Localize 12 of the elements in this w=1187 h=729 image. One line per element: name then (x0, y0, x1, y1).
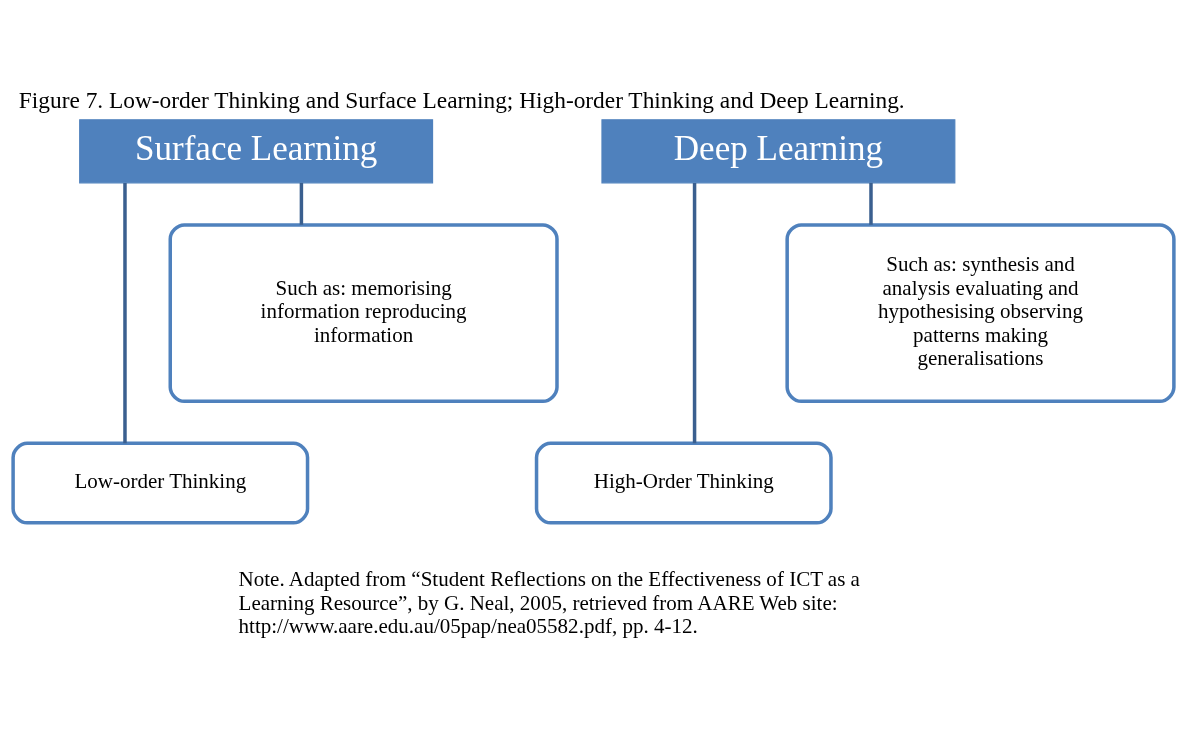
node-box: Surface Learning (79, 119, 434, 184)
caption: Note. Adapted from “Student Reflections on the Effectiveness of ICT as a Learning Resource”, by G. Neal, 2005, retrieved from AARE Web site: http://www.aare.edu.au/05pap/nea05582.pdf, pp. 4-12. (238, 567, 860, 639)
node-box: High-Order Thinking (534, 441, 833, 525)
diagram-title: Figure 7. Low-order Thinking and Surface Learning; High-order Thinking and Deep Learning. (18, 87, 905, 114)
node-box: Deep Learning (601, 119, 956, 184)
node-box: Such as: synthesis and analysis evaluating and hypothesising observing patterns making generalisations (785, 223, 1176, 404)
node-box: Low-order Thinking (11, 441, 310, 525)
connector (123, 183, 127, 444)
connector (692, 183, 697, 444)
connector (869, 182, 873, 225)
connector (299, 182, 304, 225)
node-box: Such as: memorising information reproducing information (168, 223, 559, 404)
